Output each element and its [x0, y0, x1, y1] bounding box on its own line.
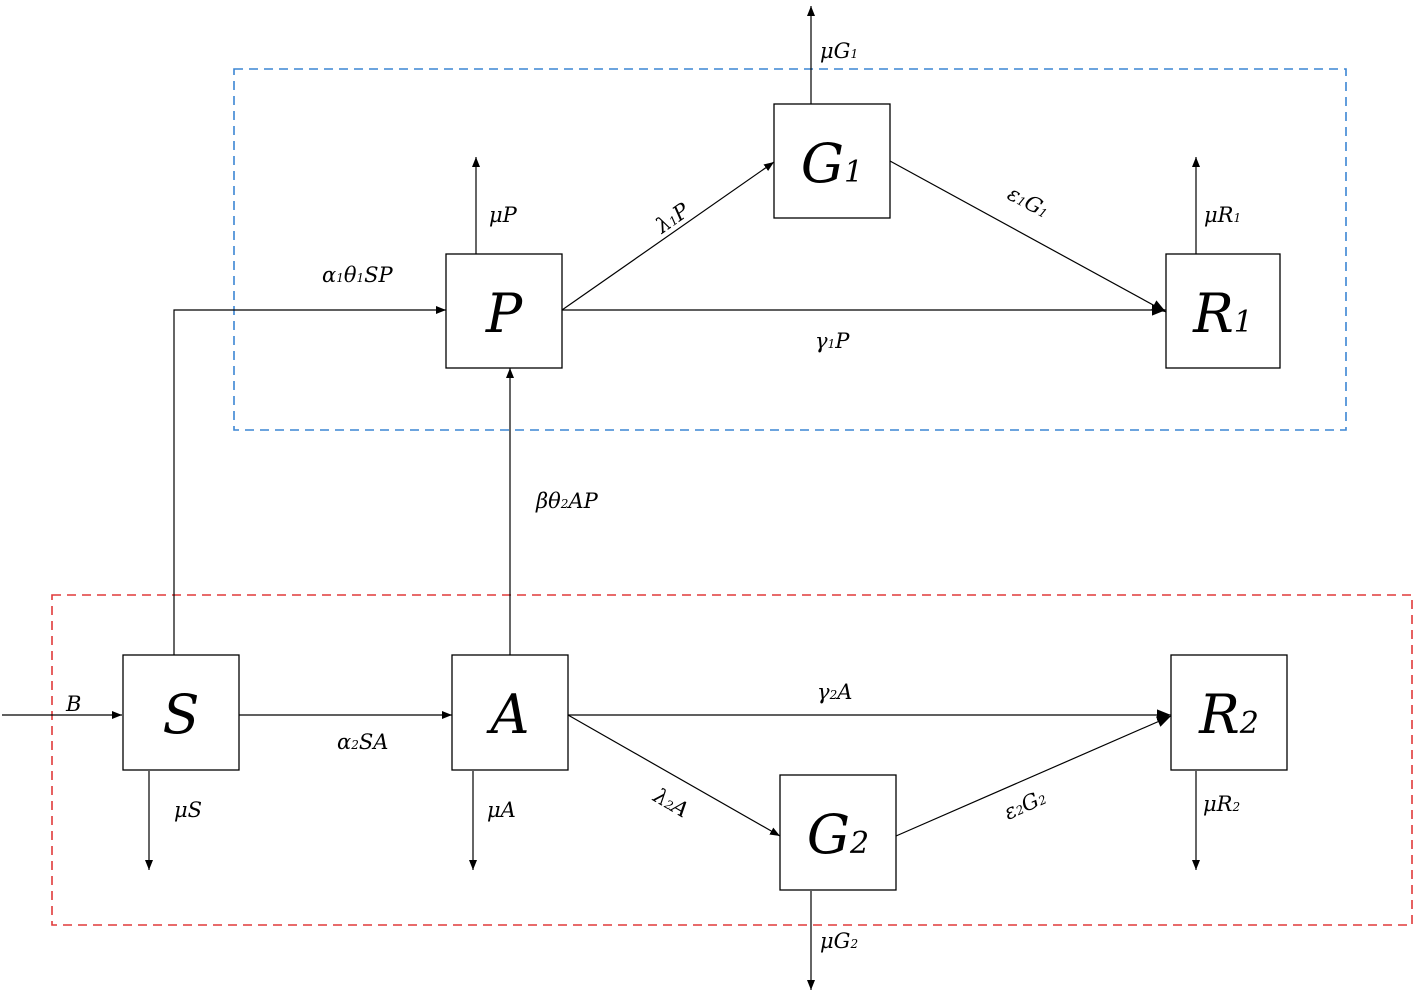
label-alpha2: α2SA	[337, 730, 388, 754]
edge-g2-to-r2	[895, 715, 1172, 837]
node-r2-subscript: 2	[1239, 706, 1259, 741]
node-p-label: P	[485, 282, 524, 345]
node-g1-label: G	[801, 132, 844, 195]
node-a: A	[451, 654, 569, 771]
label-birth: B	[65, 692, 81, 716]
label-mu-g2: μG2	[820, 929, 858, 953]
node-g2-label: G	[807, 803, 850, 866]
edge-a-to-g2	[567, 714, 781, 837]
node-g1-subscript: 1	[844, 155, 863, 190]
edge-g1-to-r1	[889, 160, 1167, 313]
label-mu-r1: μR1	[1204, 203, 1241, 227]
node-r2: R2	[1170, 654, 1288, 771]
svg-text:R2: R2	[1198, 683, 1259, 746]
svg-text:A: A	[486, 683, 530, 746]
label-lambda1: λ1P	[650, 198, 694, 239]
label-mu-g1: μG1	[820, 39, 858, 63]
svg-text:G2: G2	[807, 803, 869, 866]
svg-text:S: S	[163, 683, 200, 746]
label-alpha1: α1θ1SP	[322, 263, 394, 287]
node-a-label: A	[486, 683, 530, 746]
node-r1-subscript: 1	[1234, 305, 1253, 340]
lower-group-boundary	[51, 594, 1413, 926]
label-lambda2: λ2A	[649, 783, 693, 822]
label-mu-r2: μR2	[1203, 792, 1240, 816]
edge-s-to-p	[173, 306, 446, 655]
node-s: S	[122, 654, 240, 771]
edge-p-to-g1	[561, 161, 775, 311]
node-g1: G1	[773, 103, 891, 219]
label-gamma2: γ2A	[817, 680, 852, 704]
label-beta: βθ2AP	[535, 489, 599, 513]
label-eps1: ε1G1	[1004, 181, 1054, 223]
node-p: P	[445, 253, 563, 369]
node-g2-subscript: 2	[849, 826, 869, 861]
label-mu-s: μS	[174, 798, 202, 822]
label-eps2: ε2G2	[1000, 785, 1049, 825]
label-mu-p: μP	[489, 203, 518, 227]
svg-text:G1: G1	[801, 132, 863, 195]
label-mu-a: μA	[487, 798, 516, 822]
node-g2: G2	[779, 774, 897, 891]
node-r2-label: R	[1198, 683, 1240, 746]
svg-text:R1: R1	[1192, 282, 1253, 345]
upper-group-boundary	[233, 68, 1347, 431]
svg-text:P: P	[485, 282, 524, 345]
label-gamma1: γ1P	[815, 329, 850, 353]
node-s-label: S	[163, 683, 200, 746]
node-r1: R1	[1165, 253, 1281, 369]
node-r1-label: R	[1192, 282, 1234, 345]
